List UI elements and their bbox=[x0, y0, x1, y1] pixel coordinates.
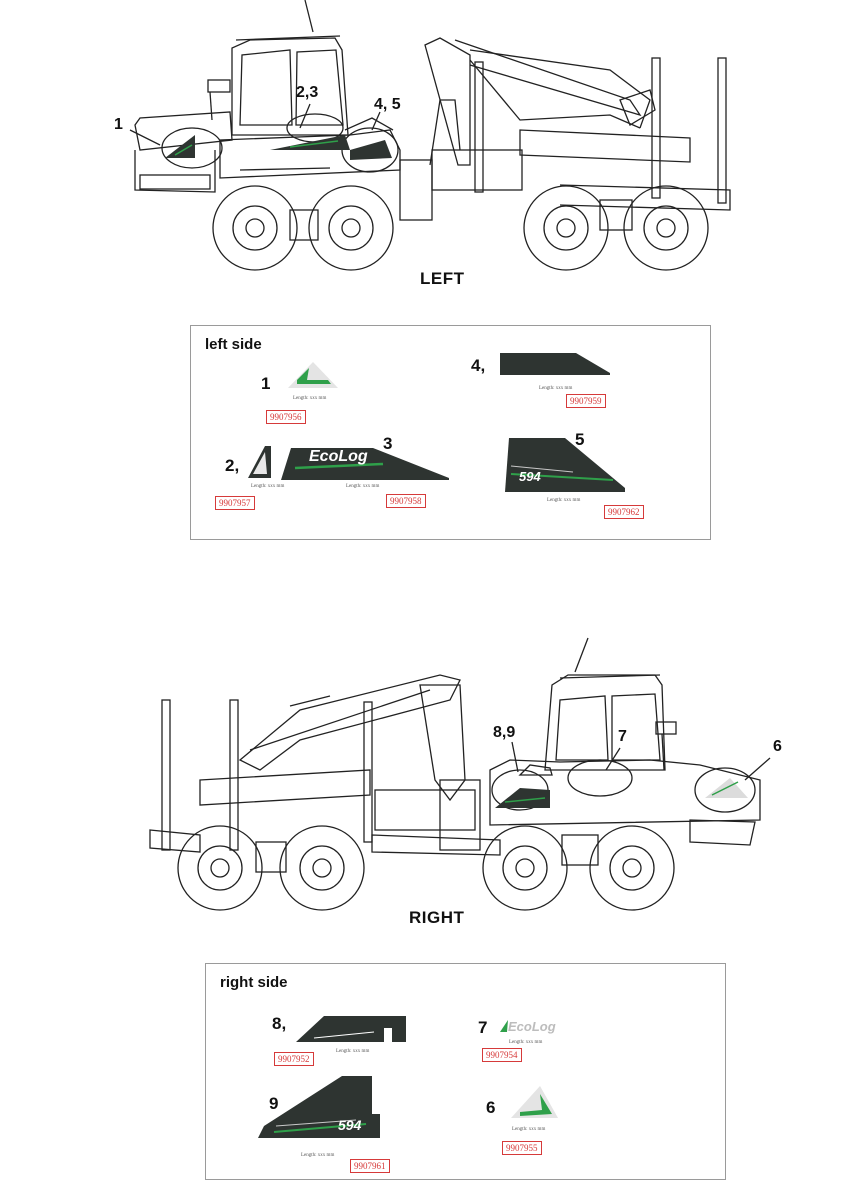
decal-number: 6 bbox=[486, 1098, 496, 1117]
decal-3-logo-text: EcoLog bbox=[309, 448, 368, 465]
view-title-left: LEFT bbox=[420, 269, 465, 288]
part-number: 9907955 bbox=[502, 1141, 542, 1155]
decal-caption: Length: xxx mm bbox=[509, 1040, 543, 1045]
decal-caption: Length: xxx mm bbox=[346, 484, 380, 489]
callout-right-7: 7 bbox=[618, 728, 627, 745]
decal-caption: Length: xxx mm bbox=[251, 484, 285, 489]
decal-number: 7 bbox=[478, 1018, 488, 1037]
decal-caption: Length: xxx mm bbox=[547, 498, 581, 503]
part-number: 9907952 bbox=[274, 1052, 314, 1066]
decal-number: 8, bbox=[272, 1014, 287, 1033]
decal-7-logo-text: EcoLog bbox=[508, 1019, 556, 1034]
panel-title: left side bbox=[205, 336, 262, 353]
decal-number: 2, bbox=[225, 456, 240, 475]
callout-right-8-9: 8,9 bbox=[493, 724, 516, 741]
decal-caption: Length: xxx mm bbox=[512, 1127, 546, 1132]
panel-title: right side bbox=[220, 974, 288, 991]
decal-caption: Length: xxx mm bbox=[301, 1153, 335, 1158]
decal-number: 9 bbox=[269, 1094, 279, 1113]
forwarder-left-drawing bbox=[129, 0, 731, 271]
part-number: 9907954 bbox=[482, 1048, 522, 1062]
decal-caption: Length: xxx mm bbox=[293, 396, 327, 401]
decal-7-icon bbox=[500, 1020, 508, 1032]
part-number: 9907962 bbox=[604, 505, 644, 519]
forwarder-right-drawing bbox=[149, 637, 771, 911]
part-number: 9907957 bbox=[215, 496, 255, 510]
decal-6-shape bbox=[511, 1086, 558, 1118]
decal-number: 3 bbox=[383, 434, 393, 453]
callout-right-6: 6 bbox=[773, 738, 782, 755]
view-title-right: RIGHT bbox=[409, 908, 465, 927]
decal-caption: Length: xxx mm bbox=[336, 1049, 370, 1054]
decal-3-shape bbox=[281, 448, 449, 480]
decal-1-shape bbox=[288, 362, 338, 388]
decal-2-shape bbox=[248, 446, 271, 478]
callout-left-2-3: 2,3 bbox=[296, 84, 319, 101]
decal-5-model-text: 594 bbox=[519, 469, 541, 484]
decal-4-shape bbox=[500, 353, 610, 375]
decal-caption: Length: xxx mm bbox=[539, 386, 573, 391]
part-number: 9907958 bbox=[386, 494, 426, 508]
part-number: 9907956 bbox=[266, 410, 306, 424]
decal-5-shape bbox=[505, 438, 625, 492]
part-number: 9907961 bbox=[350, 1159, 390, 1173]
callout-left-1: 1 bbox=[114, 116, 123, 133]
decal-number: 1 bbox=[261, 374, 271, 393]
decal-9-shape bbox=[258, 1076, 380, 1138]
callout-left-4-5: 4, 5 bbox=[374, 96, 401, 113]
decal-number: 5 bbox=[575, 430, 585, 449]
decal-number: 4, bbox=[471, 356, 486, 375]
right-side-panel: right side 8, Length: xxx mm 9907952 7 E… bbox=[205, 963, 726, 1180]
decal-9-model-text: 594 bbox=[338, 1117, 362, 1133]
left-side-panel: left side 1 Length: xxx mm 9907956 4, Le… bbox=[190, 325, 711, 540]
decal-8-shape bbox=[296, 1016, 406, 1042]
part-number: 9907959 bbox=[566, 394, 606, 408]
